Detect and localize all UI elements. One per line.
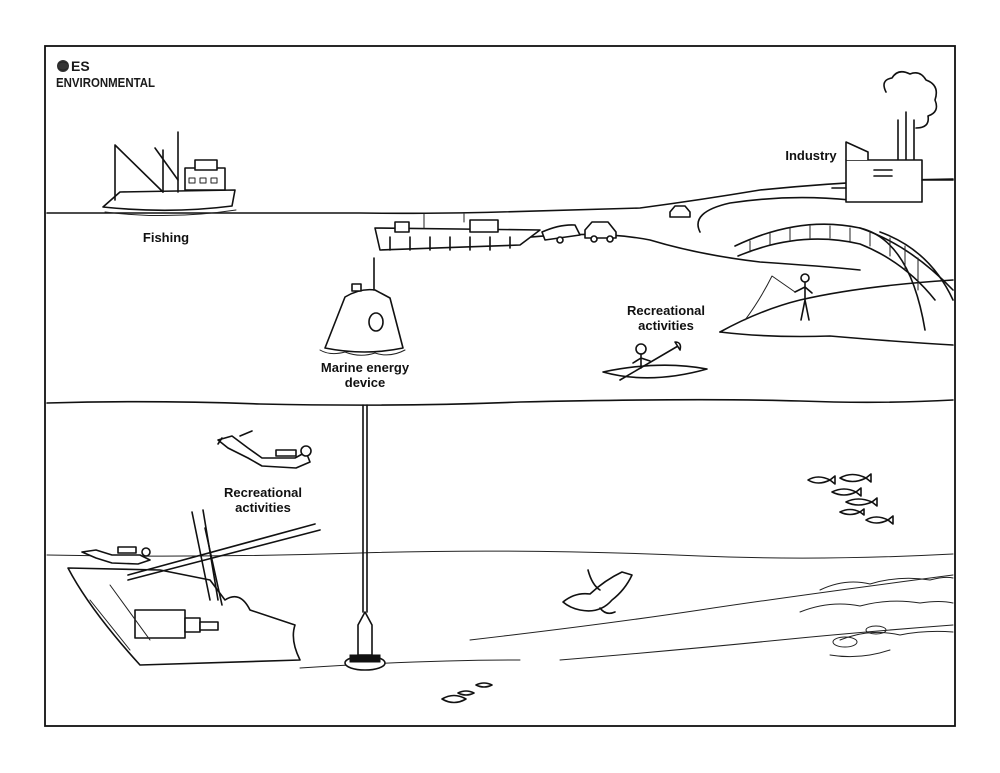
sea-surface-line [46,398,954,406]
flatfish [441,682,493,704]
mooring-anchor [344,404,386,671]
recreational-surface-label-2: activities [638,318,694,333]
bridge [734,223,954,331]
shipwreck [67,509,321,666]
fishing-label: Fishing [143,230,189,245]
recreational-underwater-label-2: activities [235,500,291,515]
car-with-boat-trailer [541,205,691,244]
fish-school [807,473,894,525]
seabed-contour [469,574,954,641]
marine-energy-label-2: device [345,375,385,390]
industry-label: Industry [785,148,837,163]
scuba-diver-upper [217,430,312,469]
pier [374,213,541,251]
company-logo: ES ENVIRONMENTAL [56,58,155,90]
recreational-underwater-label-1: Recreational [224,485,302,500]
marine-energy-label-1: Marine energy [321,360,410,375]
marine-energy-device [319,257,406,356]
seabed-rocks [799,576,954,658]
factory [831,70,954,203]
scuba-diver-wreck [81,546,151,565]
shore-angler [744,273,813,321]
seal [562,569,633,615]
fishing-boat [102,131,237,217]
kayaker [602,341,708,381]
logo-line-1: ES [71,58,90,74]
logo-line-2: ENVIRONMENTAL [56,75,155,90]
recreational-surface-label-1: Recreational [627,303,705,318]
